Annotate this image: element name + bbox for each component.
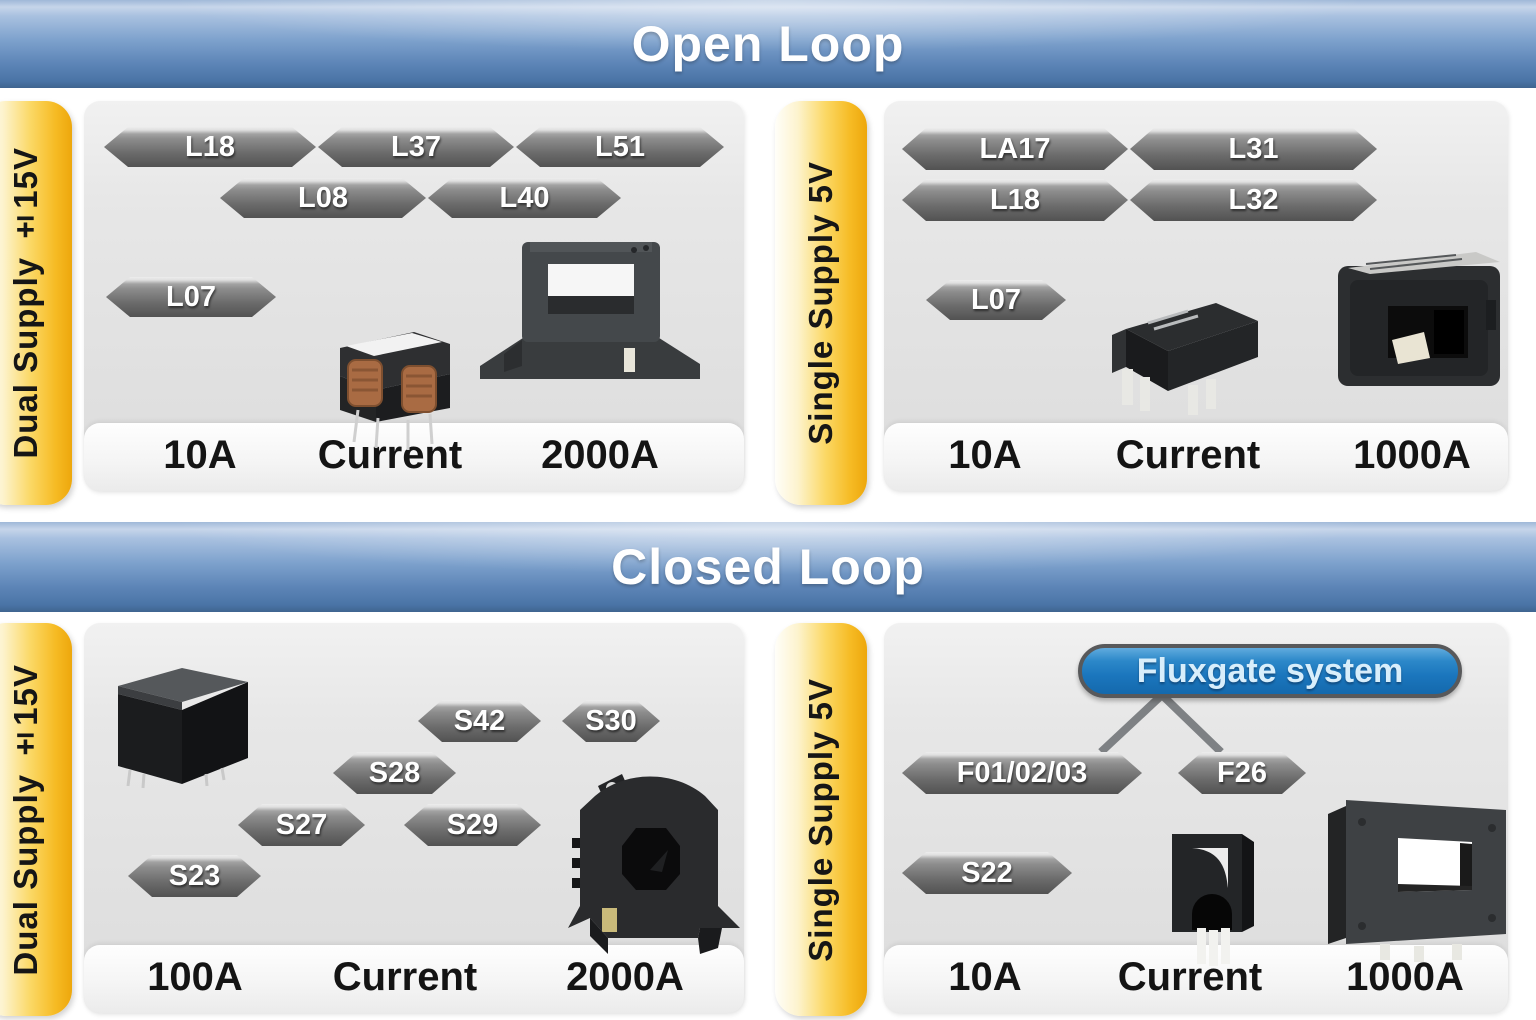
- tag-l08: L08: [220, 178, 426, 218]
- axis-max-label: 1000A: [1353, 433, 1471, 477]
- tag-l18-single: L18: [902, 179, 1128, 221]
- tag-l32: L32: [1130, 179, 1377, 221]
- single-supply-label: Single Supply 5V: [802, 677, 839, 962]
- single-supply-label: Single Supply 5V: [802, 161, 839, 445]
- tag-s30: S30: [562, 700, 660, 742]
- axis-min-label: 100A: [147, 955, 243, 999]
- tag-l40: L40: [428, 178, 621, 218]
- tag-l37: L37: [318, 127, 514, 167]
- large-frame-transducer-photo: [1328, 800, 1506, 962]
- open-loop-title: Open Loop: [631, 16, 905, 72]
- tag-l31: L31: [1130, 128, 1377, 170]
- tag-s22: S22: [902, 852, 1072, 894]
- axis-max-label: 2000A: [566, 955, 684, 999]
- tag-l07-single: L07: [926, 280, 1066, 320]
- pcb-current-sensor-photo: [1112, 303, 1258, 415]
- tag-f26: F26: [1178, 752, 1306, 794]
- axis-max-label: 2000A: [541, 433, 659, 477]
- axis-title-label: Current: [332, 955, 478, 999]
- tag-l51: L51: [516, 127, 724, 167]
- dual-supply-label: Dual Supply ±15V: [7, 663, 44, 976]
- fluxgate-system-bubble: Fluxgate system: [1078, 644, 1462, 698]
- current-axis-strip: 10A Current 1000A: [884, 945, 1508, 1013]
- axis-max-label: 1000A: [1346, 955, 1464, 999]
- tag-la17: LA17: [902, 128, 1128, 170]
- closed-loop-dual-supply-tab: Dual Supply ±15V: [0, 623, 72, 1016]
- tag-s42: S42: [418, 700, 541, 742]
- axis-min-label: 10A: [948, 433, 1022, 477]
- axis-title-label: Current: [1117, 955, 1263, 999]
- arch-current-sensor-photo: [1172, 834, 1254, 966]
- current-axis-strip: 10A Current 1000A: [884, 423, 1508, 491]
- open-loop-dual-supply-tab: Dual Supply ±15V: [0, 101, 72, 505]
- closed-loop-banner: Closed Loop: [0, 522, 1536, 612]
- current-axis-strip: 10A Current 2000A: [84, 423, 744, 491]
- tag-s29: S29: [404, 804, 541, 846]
- current-axis-strip: 100A Current 2000A: [84, 945, 744, 1013]
- closed-loop-single-supply-tab: Single Supply 5V: [775, 623, 867, 1016]
- closed-loop-title: Closed Loop: [611, 539, 925, 595]
- axis-min-label: 10A: [163, 433, 237, 477]
- axis-title-label: Current: [1115, 433, 1261, 477]
- aperture-current-transducer-photo: [568, 774, 740, 954]
- encased-current-sensor-photo: [118, 668, 248, 789]
- tag-s28: S28: [333, 752, 456, 794]
- dual-supply-label: Dual Supply ±15V: [7, 147, 44, 459]
- axis-title-label: Current: [317, 433, 463, 477]
- tag-s27: S27: [238, 804, 365, 846]
- box-current-transducer-photo: [1338, 252, 1500, 386]
- open-loop-single-supply-tab: Single Supply 5V: [775, 101, 867, 505]
- open-loop-banner: Open Loop: [0, 0, 1536, 88]
- fluxgate-connector-lines: [1098, 692, 1224, 755]
- axis-min-label: 10A: [948, 955, 1022, 999]
- tag-l18: L18: [104, 127, 316, 167]
- frame-current-transducer-photo: [480, 242, 700, 379]
- tag-f01-02-03: F01/02/03: [902, 752, 1142, 794]
- coil-current-sensor-photo: [340, 332, 450, 450]
- tag-s23: S23: [128, 855, 261, 897]
- tag-l07: L07: [106, 277, 276, 317]
